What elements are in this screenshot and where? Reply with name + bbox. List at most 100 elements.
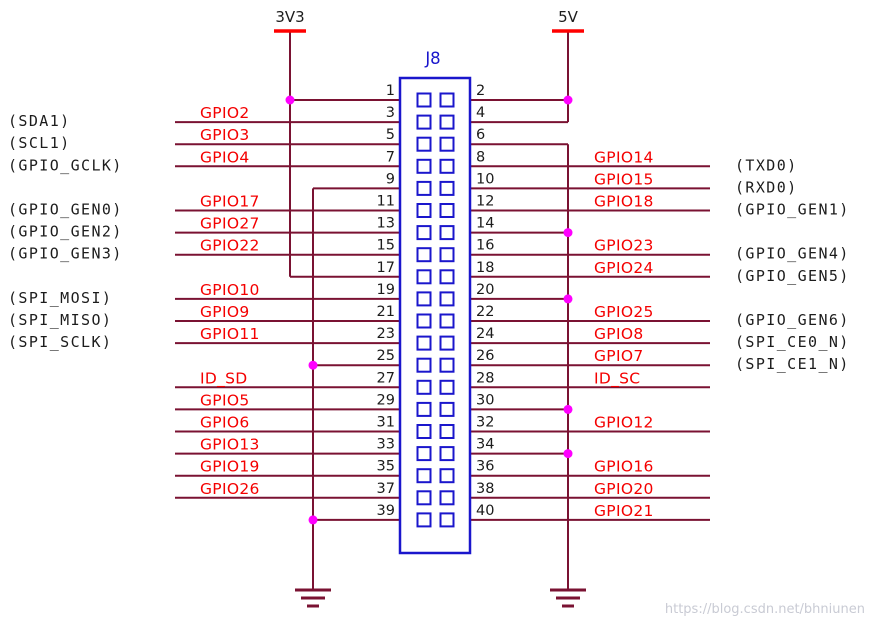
pin-number-3: 3 bbox=[386, 105, 395, 121]
power-symbol-5v-label: 5V bbox=[558, 8, 579, 26]
junction-dot bbox=[563, 404, 573, 414]
pin-label-GPIO8: GPIO8 bbox=[594, 325, 644, 343]
pin-number-35: 35 bbox=[377, 459, 395, 475]
pin-pad bbox=[416, 136, 432, 152]
pin-pad bbox=[439, 158, 455, 174]
pin-pad bbox=[416, 180, 432, 196]
junction-dot bbox=[308, 360, 318, 370]
pin-number-34: 34 bbox=[476, 437, 494, 453]
pin-label-GPIO23: GPIO23 bbox=[594, 237, 654, 255]
pin-number-31: 31 bbox=[377, 415, 395, 431]
pin-number-11: 11 bbox=[377, 194, 395, 210]
pin-pad bbox=[416, 468, 432, 484]
pin-function-label: (TXD0) bbox=[735, 156, 798, 174]
pin-pad bbox=[439, 291, 455, 307]
pin-pad bbox=[416, 379, 432, 395]
pin-pad bbox=[439, 247, 455, 263]
pin-function-label: (GPIO_GEN1) bbox=[735, 201, 850, 219]
pin-function-label: (SPI_CE0_N) bbox=[735, 333, 850, 351]
pin-number-16: 16 bbox=[476, 238, 494, 254]
pin-pad bbox=[439, 468, 455, 484]
pin-pad bbox=[439, 357, 455, 373]
pin-label-GPIO27: GPIO27 bbox=[200, 215, 260, 233]
pin-number-19: 19 bbox=[377, 282, 395, 298]
pin-label-GPIO3: GPIO3 bbox=[200, 126, 250, 144]
pin-pad bbox=[439, 490, 455, 506]
pin-number-8: 8 bbox=[476, 149, 485, 165]
pin-number-20: 20 bbox=[476, 282, 494, 298]
pin-function-label: (GPIO_GCLK) bbox=[8, 156, 123, 174]
connector-designator: J8 bbox=[424, 49, 440, 68]
pin-pad bbox=[439, 512, 455, 528]
pin-number-37: 37 bbox=[377, 481, 395, 497]
junction-dot bbox=[563, 294, 573, 304]
pin-label-GPIO22: GPIO22 bbox=[200, 237, 260, 255]
pin-function-label: (GPIO_GEN5) bbox=[735, 267, 850, 285]
pin-label-GPIO14: GPIO14 bbox=[594, 148, 654, 166]
pin-pad bbox=[416, 114, 432, 130]
pin-pad bbox=[439, 225, 455, 241]
pin-function-label: (SDA1) bbox=[8, 112, 71, 130]
pin-pad bbox=[416, 158, 432, 174]
pin-label-GPIO16: GPIO16 bbox=[594, 458, 654, 476]
pin-number-26: 26 bbox=[476, 348, 494, 364]
pin-label-GPIO26: GPIO26 bbox=[200, 480, 260, 498]
pin-label-GPIO2: GPIO2 bbox=[200, 104, 250, 122]
pin-function-label: (SPI_CE1_N) bbox=[735, 355, 850, 373]
pin-pad bbox=[416, 446, 432, 462]
junction-dot bbox=[308, 515, 318, 525]
pin-number-29: 29 bbox=[377, 392, 395, 408]
pin-pad bbox=[416, 291, 432, 307]
pin-number-28: 28 bbox=[476, 370, 494, 386]
pin-number-39: 39 bbox=[377, 503, 395, 519]
pin-function-label: (GPIO_GEN2) bbox=[8, 223, 123, 241]
pin-pad bbox=[439, 313, 455, 329]
pin-pad bbox=[439, 180, 455, 196]
pin-pad bbox=[439, 92, 455, 108]
junction-dot bbox=[563, 95, 573, 105]
pin-pad bbox=[416, 269, 432, 285]
pin-function-label: (GPIO_GEN4) bbox=[735, 245, 850, 263]
pin-label-GPIO25: GPIO25 bbox=[594, 303, 654, 321]
pin-label-GPIO24: GPIO24 bbox=[594, 259, 654, 277]
pin-pad bbox=[416, 512, 432, 528]
pin-function-label: (GPIO_GEN6) bbox=[735, 311, 850, 329]
pin-pad bbox=[416, 247, 432, 263]
pin-label-GPIO20: GPIO20 bbox=[594, 480, 654, 498]
pin-number-24: 24 bbox=[476, 326, 494, 342]
power-symbol-3v3-label: 3V3 bbox=[275, 8, 304, 26]
pin-function-label: (SPI_MISO) bbox=[8, 311, 112, 329]
pin-label-GPIO17: GPIO17 bbox=[200, 193, 260, 211]
pin-number-4: 4 bbox=[476, 105, 485, 121]
pin-pad bbox=[439, 379, 455, 395]
pin-number-10: 10 bbox=[476, 171, 494, 187]
pin-number-5: 5 bbox=[386, 127, 395, 143]
pin-label-GPIO9: GPIO9 bbox=[200, 303, 250, 321]
pin-label-GPIO10: GPIO10 bbox=[200, 281, 260, 299]
pin-number-21: 21 bbox=[377, 304, 395, 320]
pin-function-label: (RXD0) bbox=[735, 178, 798, 196]
pin-pad bbox=[416, 401, 432, 417]
pin-label-GPIO4: GPIO4 bbox=[200, 148, 250, 166]
pin-label-GPIO11: GPIO11 bbox=[200, 325, 260, 343]
pin-number-23: 23 bbox=[377, 326, 395, 342]
pin-label-GPIO18: GPIO18 bbox=[594, 193, 654, 211]
pin-pad bbox=[416, 490, 432, 506]
pin-number-9: 9 bbox=[386, 171, 395, 187]
pin-pad bbox=[439, 203, 455, 218]
pin-function-label: (GPIO_GEN0) bbox=[8, 201, 123, 219]
pin-number-12: 12 bbox=[476, 194, 494, 210]
junction-dot bbox=[563, 449, 573, 459]
pin-number-18: 18 bbox=[476, 260, 494, 276]
pin-function-label: (SCL1) bbox=[8, 134, 71, 152]
pin-number-30: 30 bbox=[476, 392, 494, 408]
pin-pad bbox=[439, 114, 455, 130]
pin-label-GPIO12: GPIO12 bbox=[594, 414, 654, 432]
pin-label-GPIO7: GPIO7 bbox=[594, 347, 644, 365]
pin-label-GPIO21: GPIO21 bbox=[594, 502, 654, 520]
pin-number-15: 15 bbox=[377, 238, 395, 254]
pin-label-GPIO5: GPIO5 bbox=[200, 391, 250, 409]
junction-dot bbox=[563, 228, 573, 238]
pin-label-GPIO19: GPIO19 bbox=[200, 458, 260, 476]
